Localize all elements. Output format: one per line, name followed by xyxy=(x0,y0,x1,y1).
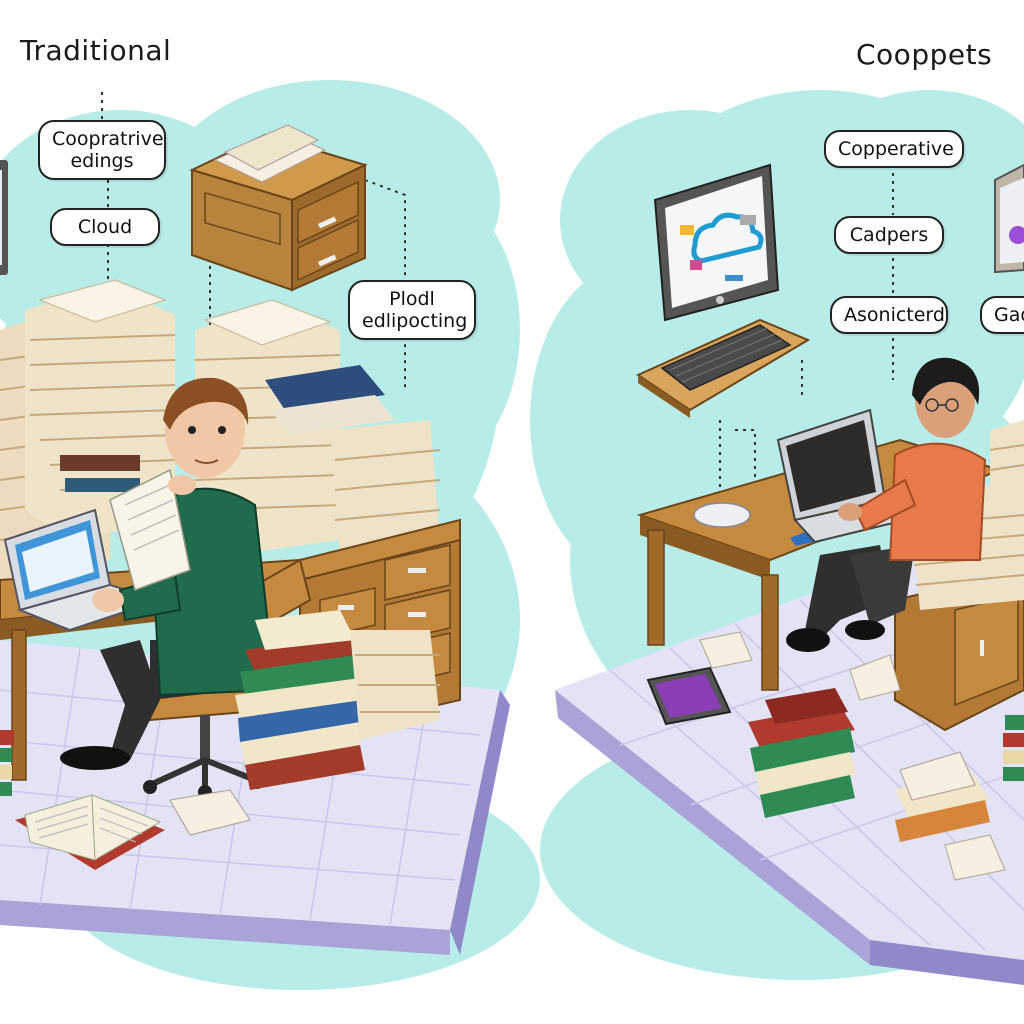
left-dotted-lines xyxy=(101,92,406,390)
right-label-a: Copperative xyxy=(838,138,954,160)
right-label-c: Asonicterd xyxy=(844,304,945,326)
left-panel-title: Traditional xyxy=(20,34,172,67)
book-pile-edge-right xyxy=(1003,715,1024,781)
book-icon xyxy=(15,789,251,870)
right-label-gadgets-cut: Gad xyxy=(980,296,1024,334)
book-stack-left xyxy=(235,610,440,790)
paper-tower-center xyxy=(25,279,176,540)
book-stack-right xyxy=(748,688,856,818)
left-label-c-line1: Plodl xyxy=(389,288,435,310)
left-label-c-line2: edlipocting xyxy=(362,310,468,332)
left-label-cooperative-editing: Coopratrive edings xyxy=(38,120,166,180)
left-label-cloud-editing: Plodl edlipocting xyxy=(348,280,476,340)
tablet-icon xyxy=(646,666,732,726)
book-pile-edge xyxy=(0,730,14,796)
right-edge-monitor xyxy=(994,163,1024,274)
book-stack-bottom-right xyxy=(895,751,990,842)
left-label-cloud: Cloud xyxy=(50,208,160,246)
person-traditional xyxy=(60,377,277,770)
monitor-icon xyxy=(653,163,780,322)
right-cabinet xyxy=(894,568,1024,732)
right-label-associated: Asonicterd xyxy=(830,296,948,334)
filing-cabinet-icon xyxy=(189,124,368,292)
person-modern xyxy=(786,357,987,652)
left-label-a-line2: edings xyxy=(70,150,134,172)
right-panel-title: Cooppets xyxy=(856,38,993,71)
right-scene xyxy=(530,90,1024,985)
right-label-cooperative: Copperative xyxy=(824,130,964,168)
right-label-d: Gad xyxy=(994,304,1024,326)
keyboard-icon xyxy=(660,324,792,391)
right-label-gadgets: Cadpers xyxy=(834,216,944,254)
left-label-b: Cloud xyxy=(77,216,133,238)
left-edge-monitor xyxy=(0,160,8,275)
scattered-papers-right xyxy=(699,631,1006,881)
left-label-a-line1: Coopratrive xyxy=(52,128,164,150)
right-label-b: Cadpers xyxy=(849,224,929,246)
